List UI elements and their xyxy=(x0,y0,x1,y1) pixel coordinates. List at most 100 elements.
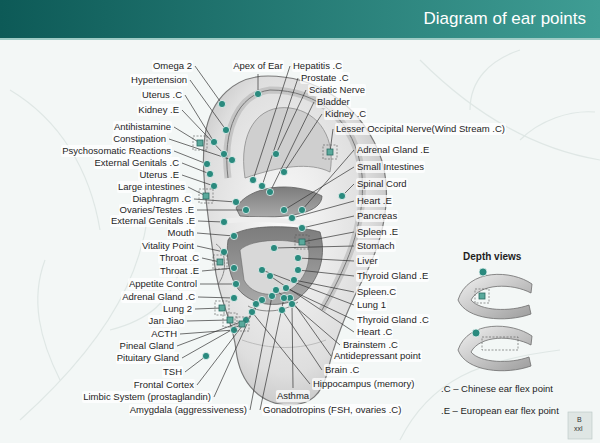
point-label: Lung 2 xyxy=(162,303,193,315)
concha-floor xyxy=(240,240,309,294)
point-label: Kidney .C xyxy=(324,108,367,120)
point-dot xyxy=(222,126,229,133)
leader-line xyxy=(202,268,234,271)
point-dot xyxy=(218,100,225,107)
cavum-concha xyxy=(227,227,322,305)
point-dot xyxy=(242,206,249,213)
point-label: TSH xyxy=(162,366,183,378)
leader-line xyxy=(302,232,354,242)
point-square xyxy=(219,305,225,311)
leader-line xyxy=(262,78,298,186)
leader-line xyxy=(198,297,234,298)
point-label: Heart .C xyxy=(356,326,393,338)
point-dot xyxy=(232,280,239,287)
point-label: Limbic System (prostaglandin) xyxy=(82,391,212,403)
point-label: Appetite Control xyxy=(128,278,198,290)
point-square xyxy=(217,259,223,265)
point-dot xyxy=(282,284,289,291)
point-dot xyxy=(280,206,287,213)
point-dot xyxy=(220,150,227,157)
leader-line xyxy=(330,129,333,152)
point-label: Hepatitis .C xyxy=(292,60,343,72)
depth-view-shape xyxy=(458,274,532,318)
leader-line xyxy=(294,280,354,292)
point-label: External Genitals .C xyxy=(94,157,180,169)
point-label: Uterus .C xyxy=(141,89,183,101)
point-label: Adrenal Gland .E xyxy=(356,144,430,156)
point-label: Antidepressant point xyxy=(333,350,422,362)
point-label: Prostate .C xyxy=(300,72,350,84)
point-dot xyxy=(203,160,210,167)
leader-line xyxy=(290,298,331,356)
point-label: Psychosomatic Reactions xyxy=(61,145,172,157)
dashed-frame xyxy=(323,145,337,159)
point-dot xyxy=(280,294,287,301)
leader-line xyxy=(177,320,246,346)
point-label: Thyroid Gland .E xyxy=(356,270,429,282)
point-dot xyxy=(258,182,265,189)
header-rule xyxy=(0,38,600,40)
leader-line xyxy=(302,216,354,228)
leader-line xyxy=(185,95,214,142)
leader-line xyxy=(197,300,262,385)
point-label: Apex of Ear xyxy=(232,60,284,72)
point-square xyxy=(479,293,485,299)
point-dot xyxy=(249,176,256,183)
point-label: Spleen .E xyxy=(356,226,399,238)
leader-line xyxy=(276,290,340,345)
point-dot xyxy=(252,300,259,307)
point-label: Liver xyxy=(356,255,379,267)
leader-line xyxy=(195,66,222,104)
point-label: Gonadotropins (FSH, ovaries .C) xyxy=(262,404,402,416)
point-dot xyxy=(288,300,295,307)
point-dot xyxy=(248,308,255,315)
point-label: Lung 1 xyxy=(356,299,387,311)
point-square xyxy=(299,239,305,245)
point-dot xyxy=(272,286,279,293)
point-label: Mouth xyxy=(167,227,195,239)
page-title: Diagram of ear points xyxy=(423,8,586,30)
point-label: Brain .C xyxy=(324,364,360,376)
point-label: Vitality Point xyxy=(141,240,195,252)
point-label: Kidney .E xyxy=(137,104,180,116)
note-label: .E – European ear flex point xyxy=(440,405,560,417)
leader-line xyxy=(197,246,224,252)
leader-line xyxy=(298,270,354,276)
point-label: Pituitary Gland xyxy=(116,352,180,364)
dashed-frame xyxy=(213,255,227,269)
point-label: Spinal Cord xyxy=(356,178,408,190)
point-dot xyxy=(272,150,279,157)
leader-line xyxy=(214,304,256,397)
point-label: Lesser Occipital Nerve(Wind Stream .C) xyxy=(335,123,506,135)
leader-line xyxy=(286,288,354,320)
point-label: Omega 2 xyxy=(152,60,193,72)
point-square xyxy=(227,317,233,323)
leader-line xyxy=(252,312,310,384)
leader-line xyxy=(187,320,230,321)
leader-line xyxy=(274,246,354,248)
header-band xyxy=(0,0,600,38)
point-label: Thyroid Gland .C xyxy=(356,314,430,326)
point-dot xyxy=(232,198,239,205)
point-square xyxy=(203,193,209,199)
point-label: Frontal Cortex xyxy=(133,379,195,391)
note-label: xxl xyxy=(573,425,584,433)
dashed-frame xyxy=(199,189,213,203)
leader-line xyxy=(182,324,242,358)
point-label: Adrenal Gland .C xyxy=(121,291,196,303)
point-dot xyxy=(202,352,209,359)
leader-line xyxy=(284,114,322,172)
point-label: Bladder xyxy=(316,96,351,108)
point-label: Jan Jiao xyxy=(148,315,185,327)
point-label: Amygdala (aggressiveness) xyxy=(129,404,248,416)
point-label: Uterus .E xyxy=(138,169,180,181)
dashed-frame xyxy=(235,317,249,331)
point-label: Large intestines xyxy=(117,181,186,193)
point-dot xyxy=(210,182,217,189)
depth-view-shape xyxy=(458,326,532,371)
leader-line xyxy=(292,304,293,388)
point-dot xyxy=(266,188,273,195)
leader-line xyxy=(174,127,200,143)
point-dot xyxy=(270,244,277,251)
